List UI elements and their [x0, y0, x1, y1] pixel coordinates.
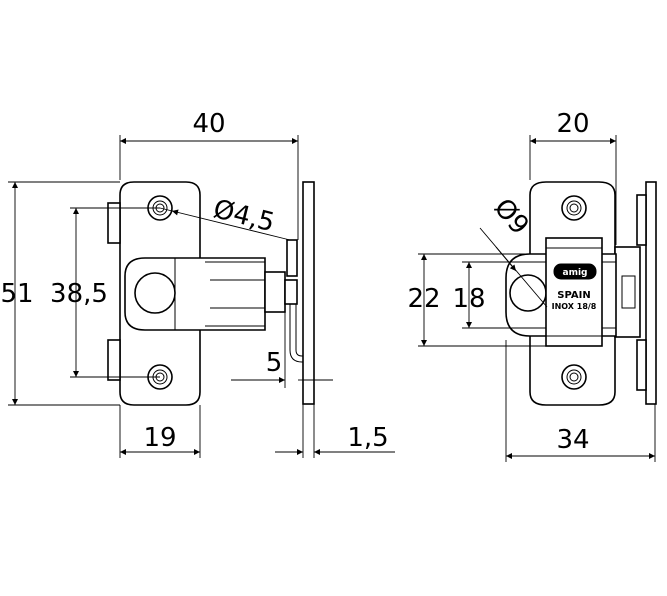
side-strike-small: [286, 239, 298, 277]
brand-logo-text: amig: [563, 268, 588, 278]
dim-inner-18-label: 18: [452, 284, 485, 314]
side-bolt-knob: [134, 272, 176, 314]
dim-inner-18: 18: [452, 261, 530, 329]
front-hole-top: [561, 195, 587, 221]
side-bolt-tip: [264, 271, 286, 313]
dim-thickness-label: 1,5: [347, 423, 388, 453]
dim-bolt-diameter-label: Ø9: [488, 193, 535, 241]
side-view: 40 51 38,5 Ø4,5 19: [0, 109, 395, 458]
dim-width-40-label: 40: [192, 109, 225, 139]
dim-width-40: 40: [119, 109, 299, 240]
dim-outer-22: 22: [407, 253, 548, 347]
dim-width-20: 20: [529, 109, 617, 245]
dim-base-19-label: 19: [143, 423, 176, 453]
dim-width-20-label: 20: [556, 109, 589, 139]
dim-offset-5-label: 5: [266, 348, 283, 378]
dim-height-51-label: 51: [0, 279, 33, 309]
side-tab-bottom: [107, 339, 121, 381]
side-strike-plate: [302, 181, 315, 405]
side-tab-top: [107, 202, 121, 244]
dim-offset-5: 5: [231, 312, 333, 388]
front-stamp-cover: [545, 237, 603, 347]
dim-thickness-1-5: 1,5: [275, 404, 395, 458]
brand-logo: amig: [553, 263, 597, 280]
front-strike-plate: [645, 181, 657, 405]
front-strike-small: [614, 246, 641, 338]
dim-hole-spacing-label: 38,5: [50, 279, 108, 309]
front-view: amig SPAIN INOX 18/8 20 Ø9 22: [407, 109, 657, 462]
front-hole-bottom: [561, 364, 587, 390]
dim-base-19: 19: [119, 405, 201, 458]
side-bent-rod: [289, 304, 305, 363]
dim-width-34: 34: [505, 340, 656, 462]
dim-width-34-label: 34: [556, 425, 589, 455]
front-bolt-knob: [509, 274, 547, 312]
stamp-origin: SPAIN: [557, 290, 590, 301]
stamp-material: INOX 18/8: [552, 302, 597, 311]
dim-hole-spacing: 38,5: [50, 207, 160, 378]
dim-height-51: 51: [0, 181, 120, 406]
dim-hole-diameter-label: Ø4,5: [210, 194, 277, 238]
dim-outer-22-label: 22: [407, 284, 440, 314]
